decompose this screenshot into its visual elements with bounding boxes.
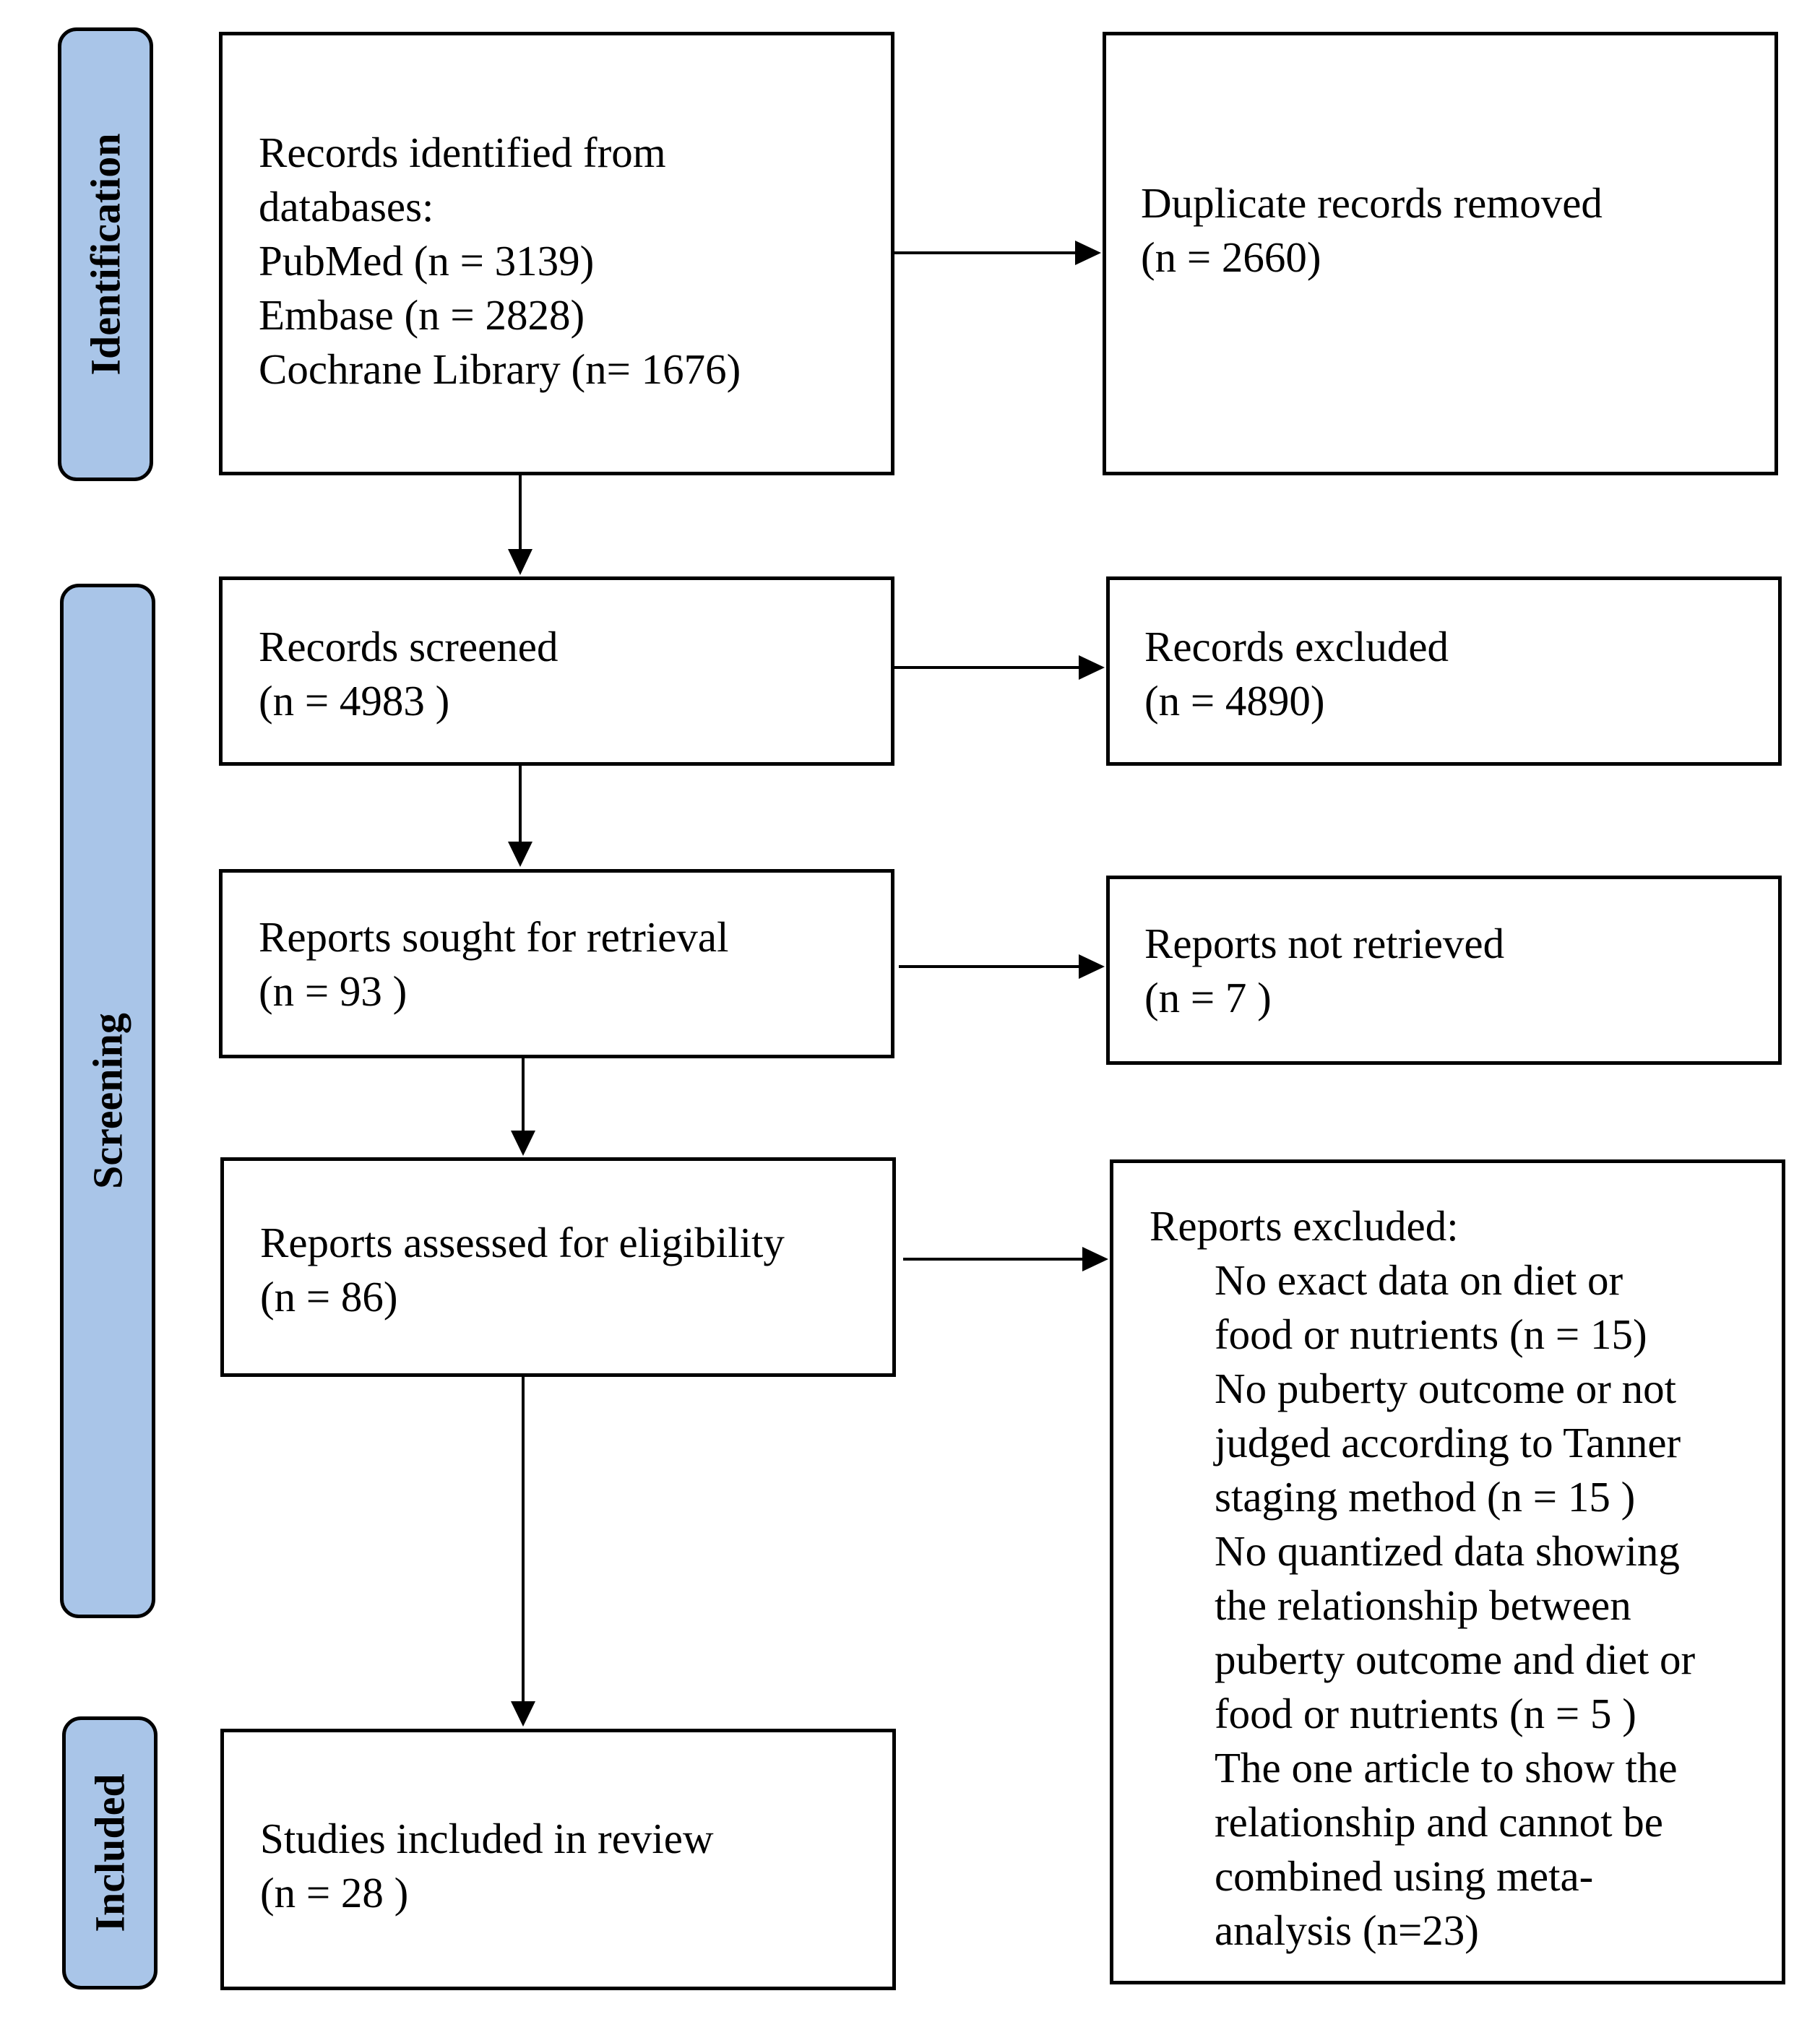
reports-excluded-line: No quantized data showing	[1215, 1527, 1680, 1575]
records-identified-line: PubMed (n = 3139)	[259, 237, 595, 285]
reports-excluded-line: food or nutrients (n = 15)	[1215, 1310, 1647, 1358]
reports-excluded-line: puberty outcome and diet or	[1215, 1636, 1696, 1683]
reports-excluded-reasons: No exact data on diet or food or nutrien…	[1215, 1253, 1695, 1958]
reports-excluded-line: staging method (n = 15 )	[1215, 1473, 1636, 1521]
reports-excluded-line: relationship and cannot be	[1215, 1798, 1663, 1846]
reports-excluded-line: analysis (n=23)	[1215, 1906, 1479, 1954]
reports-assessed-text: Reports assessed for eligibility (n = 86…	[260, 1216, 785, 1324]
records-identified-text: Records identified from databases: PubMe…	[259, 126, 741, 397]
records-screened-box: Records screened (n = 4983 )	[219, 576, 894, 766]
reports-assessed-line: (n = 86)	[260, 1273, 398, 1321]
reports-excluded-line: No exact data on diet or	[1215, 1256, 1623, 1304]
records-excluded-box: Records excluded (n = 4890)	[1106, 576, 1782, 766]
studies-included-line: Studies included in review	[260, 1815, 714, 1862]
reports-not-retrieved-line: Reports not retrieved	[1144, 920, 1505, 967]
reports-excluded-line: The one article to show the	[1215, 1744, 1678, 1792]
reports-sought-line: (n = 93 )	[259, 967, 407, 1015]
reports-excluded-line: combined using meta-	[1215, 1852, 1594, 1900]
records-identified-line: Embase (n = 2828)	[259, 291, 585, 339]
studies-included-box: Studies included in review (n = 28 )	[220, 1729, 896, 1990]
duplicates-removed-text: Duplicate records removed (n = 2660)	[1141, 176, 1603, 285]
reports-sought-box: Reports sought for retrieval (n = 93 )	[219, 869, 894, 1058]
records-identified-line: databases:	[259, 183, 434, 230]
arrowhead-right	[1079, 954, 1105, 979]
reports-sought-line: Reports sought for retrieval	[259, 913, 729, 961]
arrowhead-down	[508, 842, 532, 867]
reports-sought-text: Reports sought for retrieval (n = 93 )	[259, 910, 728, 1019]
arrowhead-down	[511, 1131, 535, 1156]
phase-identification: Identification	[58, 27, 153, 481]
studies-included-line: (n = 28 )	[260, 1869, 409, 1917]
reports-excluded-heading: Reports excluded:	[1150, 1202, 1459, 1250]
records-screened-line: Records screened	[259, 623, 558, 670]
reports-assessed-box: Reports assessed for eligibility (n = 86…	[220, 1157, 896, 1377]
reports-excluded-line: judged according to Tanner	[1215, 1419, 1681, 1466]
reports-not-retrieved-text: Reports not retrieved (n = 7 )	[1144, 917, 1504, 1025]
reports-not-retrieved-line: (n = 7 )	[1144, 974, 1272, 1021]
reports-excluded-box: Reports excluded: No exact data on diet …	[1110, 1159, 1785, 1984]
reports-excluded-line: food or nutrients (n = 5 )	[1215, 1690, 1636, 1737]
duplicates-removed-line: Duplicate records removed	[1141, 179, 1603, 227]
records-identified-box: Records identified from databases: PubMe…	[219, 32, 894, 475]
arrowhead-right	[1075, 241, 1101, 265]
records-identified-line: Records identified from	[259, 129, 666, 176]
reports-not-retrieved-box: Reports not retrieved (n = 7 )	[1106, 876, 1782, 1065]
arrowhead-right	[1079, 655, 1105, 680]
phase-included: Included	[62, 1716, 158, 1989]
duplicates-removed-box: Duplicate records removed (n = 2660)	[1103, 32, 1778, 475]
reports-excluded-line: the relationship between	[1215, 1581, 1631, 1629]
records-excluded-line: Records excluded	[1144, 623, 1449, 670]
records-screened-text: Records screened (n = 4983 )	[259, 620, 558, 728]
records-excluded-line: (n = 4890)	[1144, 677, 1325, 725]
records-identified-line: Cochrane Library (n= 1676)	[259, 345, 741, 393]
arrowhead-right	[1082, 1247, 1108, 1271]
studies-included-text: Studies included in review (n = 28 )	[260, 1812, 714, 1920]
records-screened-line: (n = 4983 )	[259, 677, 450, 725]
reports-excluded-line: No puberty outcome or not	[1215, 1365, 1677, 1412]
arrowhead-down	[511, 1701, 535, 1727]
phase-screening: Screening	[60, 584, 155, 1618]
arrowhead-down	[508, 549, 532, 575]
reports-assessed-line: Reports assessed for eligibility	[260, 1219, 785, 1266]
records-excluded-text: Records excluded (n = 4890)	[1144, 620, 1449, 728]
duplicates-removed-line: (n = 2660)	[1141, 233, 1321, 281]
